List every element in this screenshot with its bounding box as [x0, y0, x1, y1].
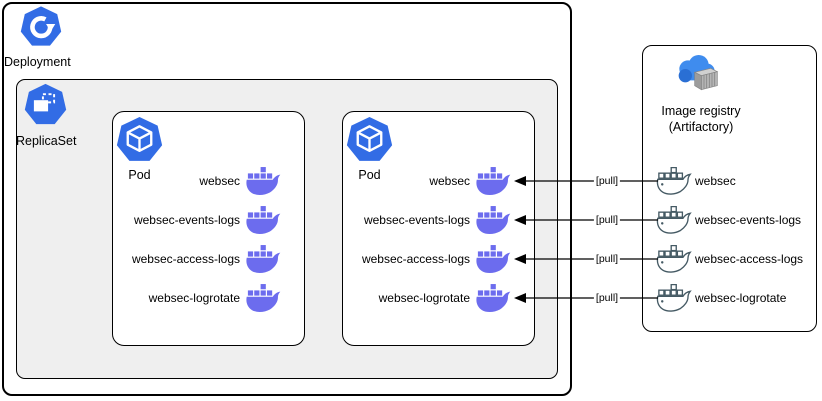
container-name: websec	[429, 174, 470, 188]
container-name: websec-events-logs	[363, 213, 470, 227]
docker-whale-outline-icon	[656, 206, 692, 234]
pull-arrow-label: [pull]	[593, 214, 621, 226]
docker-whale-icon	[245, 284, 282, 313]
docker-whale-icon	[475, 245, 512, 274]
pod-container-row: websec-logrotate	[114, 281, 282, 315]
container-name: websec-events-logs	[133, 213, 240, 227]
container-name: websec-access-logs	[361, 252, 470, 266]
pod-container-row: websec-events-logs	[114, 203, 282, 237]
registry-image-row: websec-access-logs	[656, 242, 816, 276]
cloud-container-registry-icon	[668, 50, 724, 96]
pull-arrow-label: [pull]	[593, 175, 621, 187]
registry-title: Image registry (Artifactory)	[642, 103, 760, 136]
registry-image-row: websec-events-logs	[656, 203, 816, 237]
docker-whale-outline-icon	[656, 167, 692, 195]
registry-image-row: websec-logrotate	[656, 281, 816, 315]
container-name: websec	[199, 174, 240, 188]
image-name: websec-events-logs	[695, 213, 802, 227]
image-name: websec-logrotate	[695, 291, 787, 305]
pull-arrow-label: [pull]	[593, 292, 621, 304]
registry-image-row: websec	[656, 164, 816, 198]
image-name: websec-access-logs	[695, 252, 804, 266]
docker-whale-icon	[245, 245, 282, 274]
pod-container-row: websec-logrotate	[344, 281, 512, 315]
k8s-deployment-icon	[20, 5, 62, 48]
docker-whale-outline-icon	[656, 245, 692, 273]
pod-container-row: websec-access-logs	[344, 242, 512, 276]
docker-whale-outline-icon	[656, 284, 692, 312]
docker-whale-icon	[475, 206, 512, 235]
pod1-label: Pod	[128, 168, 151, 182]
pod2-container-list: websec websec-events-logs websec-access-…	[344, 164, 512, 315]
registry-title-line1: Image registry	[661, 104, 741, 118]
k8s-replicaset-icon	[24, 83, 67, 126]
docker-whale-icon	[475, 284, 512, 313]
pod1-container-list: websec websec-events-logs websec-access-…	[114, 164, 282, 315]
k8s-pod-icon	[116, 116, 163, 163]
pod-container-row: websec	[344, 164, 512, 198]
registry-image-list: websec websec-events-logs websec-access-…	[656, 164, 816, 315]
docker-whale-icon	[245, 206, 282, 235]
registry-title-line2: (Artifactory)	[668, 120, 734, 135]
pull-arrow-label: [pull]	[593, 253, 621, 265]
container-name: websec-logrotate	[148, 291, 240, 305]
docker-whale-icon	[245, 167, 282, 196]
pod-container-row: websec	[114, 164, 282, 198]
pod-container-row: websec-events-logs	[344, 203, 512, 237]
container-name: websec-access-logs	[131, 252, 240, 266]
deployment-label: Deployment	[4, 55, 71, 69]
container-name: websec-logrotate	[378, 291, 470, 305]
pod-container-row: websec-access-logs	[114, 242, 282, 276]
replicaset-label: ReplicaSet	[16, 134, 77, 148]
docker-whale-icon	[475, 167, 512, 196]
pod2-label: Pod	[358, 168, 381, 182]
image-name: websec	[695, 174, 736, 188]
k8s-pod-icon	[346, 116, 393, 163]
